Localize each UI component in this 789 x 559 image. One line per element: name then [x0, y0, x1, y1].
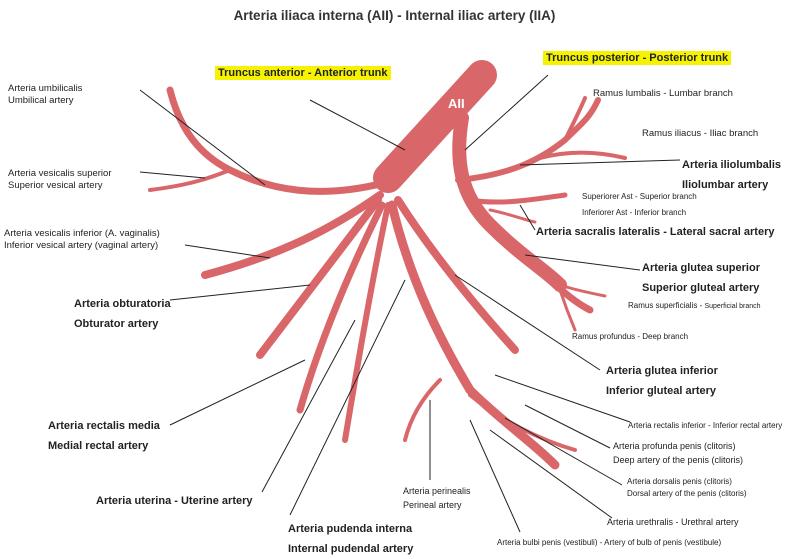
middle-rectal-vessel	[296, 201, 386, 414]
leader-iliolumb	[519, 159, 681, 166]
label-anterior-trunk: Truncus anterior - Anterior trunk	[215, 66, 391, 80]
label-lateral-sacral: Arteria sacralis lateralis - Lateral sac…	[536, 226, 775, 238]
leader-umbilical	[139, 89, 266, 186]
diagram-title: Arteria iliaca interna (AII) - Internal …	[233, 8, 556, 23]
label-bulbi: Arteria bulbi penis (vestibuli) - Artery…	[497, 538, 722, 547]
iliac-branch-vessel	[538, 150, 627, 160]
leader-rectal-media	[169, 359, 306, 426]
leader-uterine	[261, 319, 356, 493]
label-iliac-branch: Ramus iliacus - Iliac branch	[642, 128, 759, 139]
leader-glut-sup	[524, 254, 641, 271]
superior-vesical-vessel	[148, 168, 232, 192]
lateral-sacral-vessel	[467, 192, 568, 205]
inferior-vesical-vessel	[201, 191, 384, 279]
label-deep-branch: Ramus profundus - Deep branch	[572, 332, 689, 341]
leader-ves-inf	[184, 244, 271, 259]
leader-sacral-lat	[519, 204, 536, 231]
leader-obturator	[169, 284, 311, 301]
lateral-sacral-inferior-vessel	[488, 208, 537, 224]
inferior-gluteal-vessel	[394, 196, 519, 354]
leader-ves-sup	[139, 171, 206, 179]
leader-anterior	[309, 99, 406, 151]
leader-profunda	[524, 404, 611, 449]
label-superior-branch: Superiorer Ast - Superior branch	[582, 192, 697, 201]
label-profunda: Arteria profunda penis (clitoris)Deep ar…	[613, 441, 744, 465]
label-inferior-vesical: Arteria vesicalis inferior (A. vaginalis…	[4, 228, 160, 251]
deep-branch-vessel	[558, 288, 577, 332]
label-superficial-branch: Ramus superficialis - Superficial branch	[628, 301, 761, 310]
label-lumbar-branch: Ramus lumbalis - Lumbar branch	[593, 88, 733, 99]
label-uterine: Arteria uterina - Uterine artery	[96, 495, 253, 507]
label-urethral: Arteria urethralis - Urethral artery	[607, 517, 739, 527]
superficial-branch-vessel	[558, 283, 607, 298]
label-dorsalis: Arteria dorsalis penis (clitoris)Dorsal …	[627, 477, 747, 498]
trunk-label: AII	[448, 96, 465, 111]
internal-iliac-trunk	[373, 60, 497, 193]
internal-pudendal-vessel	[387, 200, 560, 470]
leader-posterior	[464, 74, 549, 151]
leader-bulbi	[469, 419, 521, 533]
label-posterior-trunk: Truncus posterior - Posterior trunk	[543, 51, 732, 65]
leader-dorsalis	[504, 417, 623, 486]
obturator-vessel	[256, 196, 382, 359]
label-rectal-inferior: Arteria rectalis inferior - Inferior rec…	[628, 421, 783, 430]
perineal-vessel	[403, 378, 442, 442]
leader-pudenda	[289, 279, 406, 516]
leader-rectal-inf	[494, 374, 631, 423]
iliolumbar-vessel	[455, 97, 601, 183]
deep-penile-vessel	[468, 393, 577, 452]
lumbar-branch-vessel	[563, 96, 587, 142]
uterine-vessel	[342, 202, 391, 443]
umbilical-vessel	[166, 86, 392, 195]
leader-urethral	[489, 429, 613, 519]
leader-glut-inf	[454, 274, 601, 371]
label-inferior-branch: Inferiorer Ast - Inferior branch	[582, 208, 687, 217]
